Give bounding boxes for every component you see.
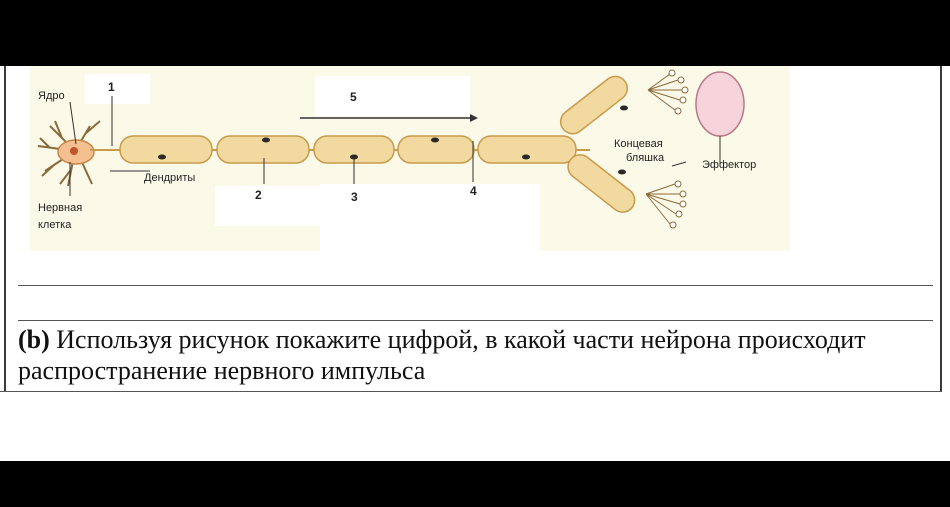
page-right-border — [940, 66, 942, 392]
number-5: 5 — [350, 90, 357, 104]
upper-terminal-filaments — [647, 73, 682, 111]
dendrite-branches — [37, 120, 101, 187]
label-nerve-cell-line2: клетка — [38, 219, 72, 231]
answer-box-1 — [85, 74, 150, 104]
upper-terminal-knobs — [668, 69, 689, 115]
neuron-diagram: Ядро 1 5 Дендриты 2 3 4 Нервная клетка К… — [30, 66, 790, 256]
bottom-black-band — [0, 461, 950, 507]
label-nucleus: Ядро — [38, 90, 65, 102]
question-b: (b) Используя рисунок покажите цифрой, в… — [18, 324, 933, 386]
myelin-segment-2 — [216, 135, 310, 164]
myelin-segment-1 — [119, 135, 213, 164]
number-3: 3 — [351, 190, 358, 204]
page-bottom-line — [0, 391, 942, 392]
top-black-band — [0, 0, 950, 66]
label-end-plate-line1: Концевая — [614, 138, 663, 150]
label-end-plate-line2: бляшка — [626, 152, 665, 164]
upper-terminal-segment — [559, 75, 628, 135]
answer-box-2 — [215, 186, 320, 226]
neuron-diagram-svg — [30, 66, 790, 252]
myelin-segments — [119, 135, 577, 164]
number-1: 1 — [108, 80, 115, 94]
terminal-branches — [559, 75, 636, 213]
label-dendrites: Дендриты — [144, 172, 196, 184]
label-pointers — [69, 96, 687, 196]
lower-terminal-knobs — [669, 180, 687, 229]
number-2: 2 — [255, 188, 262, 202]
nucleus-dot — [70, 147, 78, 155]
page-left-border — [4, 66, 6, 392]
myelin-segment-4 — [397, 135, 475, 164]
answer-line-2 — [18, 320, 933, 321]
label-effector: Эффектор — [702, 159, 757, 171]
schwann-nuclei — [158, 137, 530, 160]
impulse-arrow-head — [470, 114, 478, 122]
worksheet-page: Ядро 1 5 Дендриты 2 3 4 Нервная клетка К… — [0, 66, 950, 461]
label-nerve-cell-line1: Нервная — [38, 202, 83, 214]
answer-line-1 — [18, 285, 933, 286]
answer-box-3-4 — [320, 184, 540, 252]
question-text: Используя рисунок покажите цифрой, в как… — [18, 325, 866, 385]
lower-terminal-filaments — [645, 183, 681, 225]
effector-cell — [695, 71, 745, 137]
answer-box-5 — [315, 76, 470, 116]
question-marker: (b) — [18, 325, 50, 354]
number-4: 4 — [470, 184, 477, 198]
myelin-segment-5 — [477, 135, 577, 164]
lower-terminal-segment — [567, 154, 636, 213]
